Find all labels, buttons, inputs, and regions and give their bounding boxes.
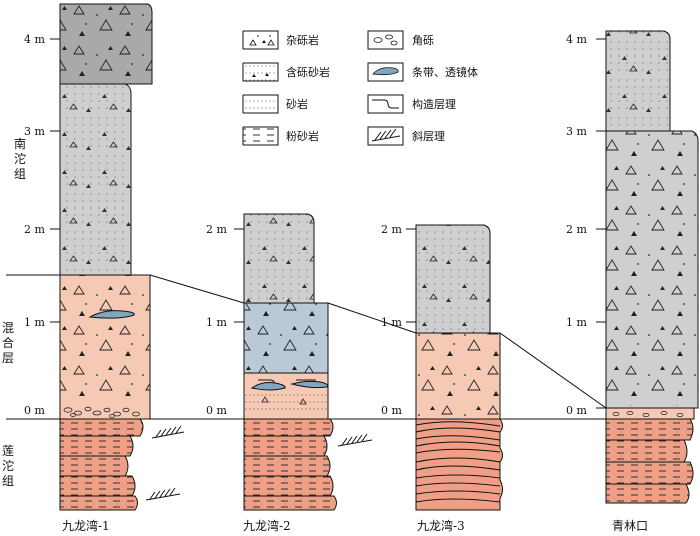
unit-label-nantuo-3: 组 bbox=[14, 167, 26, 181]
section-1-tick-1: 1 m bbox=[24, 316, 45, 329]
unit-labels: 南 沱 组 混 合 层 莲 沱 组 bbox=[2, 136, 26, 488]
legend-item-cross-bedding: 斜层理 bbox=[367, 126, 445, 146]
section-4-tick-2: 2 m bbox=[566, 223, 587, 236]
legend-label-lens: 条带、透镜体 bbox=[412, 65, 478, 79]
legend-item-siltstone: 粉砂岩 bbox=[242, 126, 319, 146]
section-jiulongwan-2: 2 m 1 m 0 m 九龙湾-2 bbox=[206, 213, 373, 533]
unit-label-hunhe-1: 混 bbox=[2, 321, 14, 335]
unit-label-nantuo-2: 沱 bbox=[14, 151, 26, 166]
section-qinglinkou: 4 m 3 m 2 m 1 m 0 m 青林口 bbox=[566, 30, 699, 533]
unit-label-hunhe-2: 合 bbox=[2, 335, 14, 350]
section-2-tick-2: 2 m bbox=[206, 223, 227, 236]
unit-label-liantuo-2: 沱 bbox=[2, 458, 14, 473]
section-4-name: 青林口 bbox=[612, 519, 648, 533]
section-2-tick-1: 1 m bbox=[206, 316, 227, 329]
legend: 杂砾岩 含砾砂岩 砂岩 粉砂岩 角砾 条带、透镜体 bbox=[242, 30, 478, 146]
section-3-tick-1: 1 m bbox=[381, 316, 402, 329]
legend-item-sandstone: 砂岩 bbox=[242, 94, 308, 114]
legend-label-sandstone: 砂岩 bbox=[286, 97, 308, 111]
section-1-tick-2: 2 m bbox=[24, 223, 45, 236]
section-4-tick-4: 4 m bbox=[566, 33, 587, 46]
unit-label-hunhe-3: 层 bbox=[2, 351, 14, 365]
section-1-tick-4: 4 m bbox=[24, 33, 45, 46]
section-jiulongwan-3: 2 m 1 m 0 m 九龙湾-3 bbox=[381, 223, 503, 533]
unit-label-liantuo-3: 组 bbox=[2, 474, 14, 488]
legend-item-breccia: 角砾 bbox=[367, 30, 434, 50]
legend-label-pebbly-sandstone: 含砾砂岩 bbox=[286, 65, 330, 79]
section-2-tick-0: 0 m bbox=[206, 404, 227, 417]
section-3-tick-2: 2 m bbox=[381, 223, 402, 236]
legend-item-deformation-bedding: 构造层理 bbox=[367, 94, 456, 114]
legend-item-pebbly-sandstone: 含砾砂岩 bbox=[242, 62, 330, 82]
legend-label-cross-bedding: 斜层理 bbox=[412, 130, 445, 143]
legend-item-lens: 条带、透镜体 bbox=[367, 62, 478, 82]
section-4-tick-3: 3 m bbox=[566, 125, 587, 138]
unit-label-nantuo-1: 南 bbox=[14, 136, 26, 151]
section-jiulongwan-1: 4 m 3 m 2 m 1 m 0 m 九龙湾-1 bbox=[24, 3, 185, 533]
section-3-name: 九龙湾-3 bbox=[417, 518, 465, 533]
unit-label-liantuo-1: 莲 bbox=[2, 444, 14, 458]
legend-item-diamictite: 杂砾岩 bbox=[242, 30, 319, 50]
section-1-name: 九龙湾-1 bbox=[62, 518, 110, 533]
legend-label-siltstone: 粉砂岩 bbox=[286, 129, 319, 143]
legend-label-diamictite: 杂砾岩 bbox=[286, 33, 319, 47]
section-3-tick-0: 0 m bbox=[381, 404, 402, 417]
legend-label-breccia: 角砾 bbox=[412, 34, 434, 47]
section-1-tick-3: 3 m bbox=[24, 125, 45, 138]
legend-label-deformation-bedding: 构造层理 bbox=[412, 97, 456, 111]
section-4-tick-0: 0 m bbox=[566, 404, 587, 417]
section-2-name: 九龙湾-2 bbox=[243, 518, 291, 533]
section-4-tick-1: 1 m bbox=[566, 316, 587, 329]
section-1-tick-0: 0 m bbox=[24, 404, 45, 417]
